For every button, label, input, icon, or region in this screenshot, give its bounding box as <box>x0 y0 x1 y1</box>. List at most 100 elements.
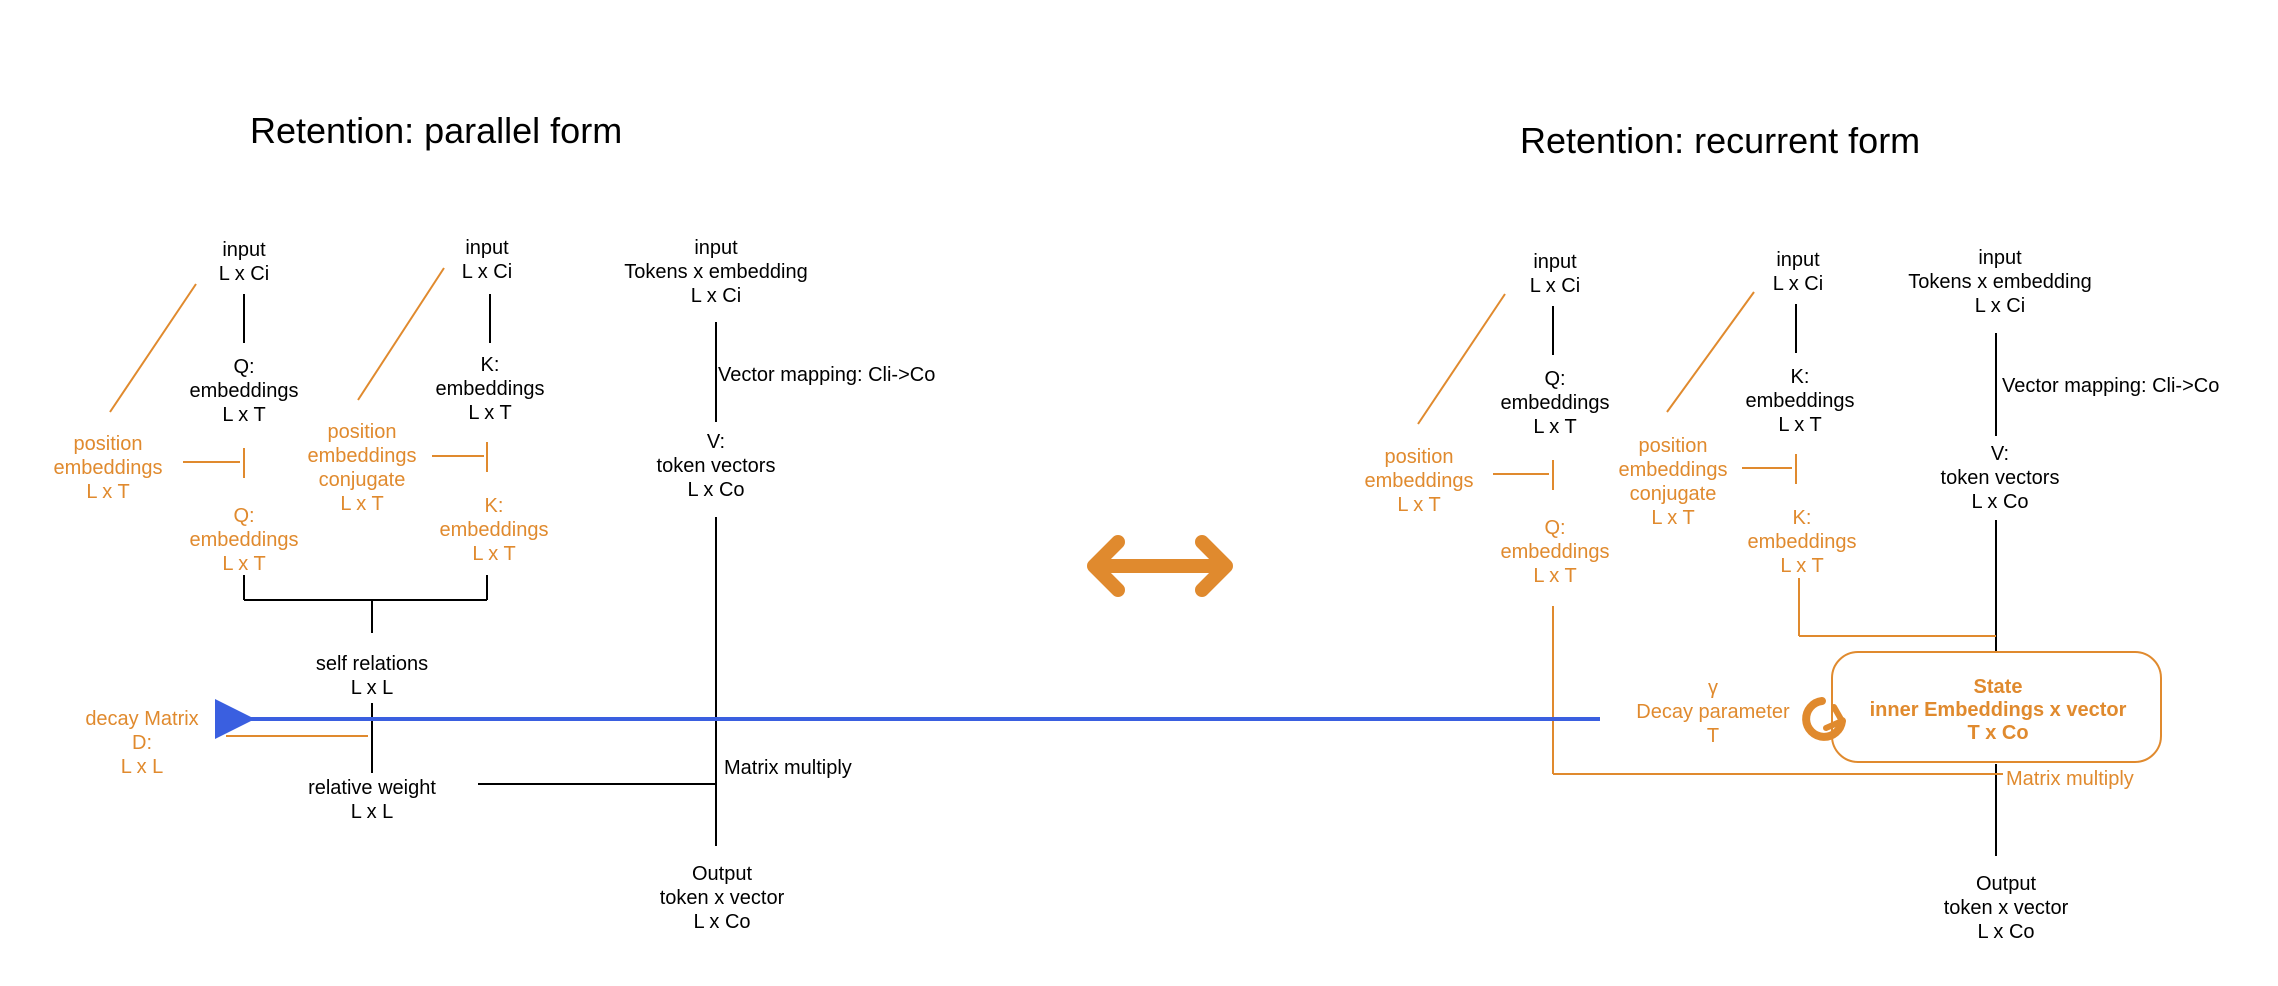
svg-text:L x T: L x T <box>1778 414 1821 436</box>
svg-text:embeddings: embeddings <box>1746 390 1855 412</box>
recurrent-connectors <box>1417 291 2162 856</box>
svg-text:K:: K: <box>1791 366 1810 388</box>
parallel-input-q: input L x Ci <box>219 239 269 285</box>
svg-text:conjugate: conjugate <box>1630 483 1717 505</box>
svg-text:embeddings: embeddings <box>54 457 163 479</box>
parallel-input-k-line1: input <box>465 237 509 259</box>
svg-text:conjugate: conjugate <box>319 469 406 491</box>
svg-text:token x vector: token x vector <box>1944 897 2069 919</box>
svg-text:V:: V: <box>707 431 725 453</box>
gamma-symbol: γ <box>1708 677 1718 699</box>
svg-text:L x Ci: L x Ci <box>1773 273 1823 295</box>
bidirectional-arrow-icon <box>1087 535 1233 597</box>
svg-text:embeddings: embeddings <box>1748 531 1857 553</box>
parallel-vector-mapping: Vector mapping: Cli->Co <box>718 364 935 386</box>
parallel-title: Retention: parallel form <box>250 110 622 151</box>
svg-text:L x T: L x T <box>1397 494 1440 516</box>
svg-text:L x T: L x T <box>222 553 265 575</box>
svg-text:L x Ci: L x Ci <box>1530 275 1580 297</box>
svg-text:input: input <box>1776 249 1820 271</box>
parallel-position-embeddings: position embeddings L x T <box>54 433 163 503</box>
parallel-input-v-line3: L x Ci <box>691 285 741 307</box>
svg-text:L x T: L x T <box>86 481 129 503</box>
recurrent-input-q: input L x Ci <box>1530 251 1580 297</box>
svg-text:embeddings: embeddings <box>308 445 417 467</box>
recurrent-q-embeddings: Q: embeddings L x T <box>1501 368 1610 438</box>
svg-text:Output: Output <box>692 863 752 885</box>
recurrent-input-k: input L x Ci <box>1773 249 1823 295</box>
parallel-self-relations: self relations L x L <box>316 653 428 699</box>
svg-text:token vectors: token vectors <box>657 455 776 477</box>
parallel-decay-matrix: decay Matrix D: L x L <box>85 708 198 778</box>
svg-text:token x vector: token x vector <box>660 887 785 909</box>
svg-text:position: position <box>74 433 143 455</box>
svg-text:Q:: Q: <box>233 356 254 378</box>
svg-text:Tokens x embedding: Tokens x embedding <box>1908 271 2091 293</box>
svg-text:L x Co: L x Co <box>1977 921 2034 943</box>
recurrent-v-vectors: V: token vectors L x Co <box>1941 443 2060 513</box>
svg-text:L x T: L x T <box>340 493 383 515</box>
parallel-input-k-line2: L x Ci <box>462 261 512 283</box>
svg-text:self relations: self relations <box>316 653 428 675</box>
svg-text:Q:: Q: <box>1544 368 1565 390</box>
svg-text:position: position <box>328 421 397 443</box>
svg-text:embeddings: embeddings <box>1365 470 1474 492</box>
recurrent-position-embeddings-conjugate: position embeddings conjugate L x T <box>1619 435 1728 529</box>
svg-text:K:: K: <box>1793 507 1812 529</box>
parallel-v-vectors: V: token vectors L x Co <box>657 431 776 501</box>
svg-text:embeddings: embeddings <box>190 529 299 551</box>
svg-text:Decay parameter: Decay parameter <box>1636 701 1790 723</box>
svg-text:T x Co: T x Co <box>1967 722 2028 744</box>
recurrent-decay-parameter: γ Decay parameter T <box>1636 677 1790 747</box>
svg-text:embeddings: embeddings <box>1619 459 1728 481</box>
svg-text:T: T <box>1707 725 1719 747</box>
svg-text:L x T: L x T <box>1651 507 1694 529</box>
svg-text:input: input <box>1533 251 1577 273</box>
svg-text:Q:: Q: <box>1544 517 1565 539</box>
recurrent-output: Output token x vector L x Co <box>1944 873 2069 943</box>
svg-text:State: State <box>1974 676 2023 698</box>
parallel-relative-weight: relative weight L x L <box>308 777 436 823</box>
parallel-input-v: input Tokens x embedding L x Ci <box>624 237 807 307</box>
svg-text:L x T: L x T <box>468 402 511 424</box>
recurrent-matrix-multiply: Matrix multiply <box>2006 768 2134 790</box>
svg-text:L x Co: L x Co <box>1971 491 2028 513</box>
svg-text:embeddings: embeddings <box>440 519 549 541</box>
svg-text:V:: V: <box>1991 443 2009 465</box>
loop-icon <box>1802 697 1846 741</box>
svg-text:token vectors: token vectors <box>1941 467 2060 489</box>
svg-text:L x T: L x T <box>1780 555 1823 577</box>
svg-text:L x L: L x L <box>351 801 394 823</box>
svg-text:embeddings: embeddings <box>1501 541 1610 563</box>
svg-text:L x Co: L x Co <box>693 911 750 933</box>
svg-text:Output: Output <box>1976 873 2036 895</box>
recurrent-k-embeddings-rotated: K: embeddings L x T <box>1748 507 1857 577</box>
parallel-input-v-line1: input <box>694 237 738 259</box>
svg-text:embeddings: embeddings <box>190 380 299 402</box>
recurrent-position-embeddings: position embeddings L x T <box>1365 446 1474 516</box>
parallel-input-q-line2: L x Ci <box>219 263 269 285</box>
recurrent-vector-mapping: Vector mapping: Cli->Co <box>2002 375 2219 397</box>
svg-text:L x L: L x L <box>351 677 394 699</box>
recurrent-k-embeddings: K: embeddings L x T <box>1746 366 1855 436</box>
parallel-connectors <box>109 267 717 846</box>
svg-text:embeddings: embeddings <box>436 378 545 400</box>
parallel-matrix-multiply: Matrix multiply <box>724 757 852 779</box>
parallel-k-embeddings-rotated: K: embeddings L x T <box>440 495 549 565</box>
svg-text:input: input <box>1978 247 2022 269</box>
svg-text:inner Embeddings x vector: inner Embeddings x vector <box>1870 699 2127 721</box>
svg-text:decay Matrix: decay Matrix <box>85 708 198 730</box>
svg-text:L x T: L x T <box>472 543 515 565</box>
svg-text:K:: K: <box>481 354 500 376</box>
recurrent-state: State inner Embeddings x vector T x Co <box>1870 676 2127 744</box>
svg-text:relative weight: relative weight <box>308 777 436 799</box>
recurrent-title: Retention: recurrent form <box>1520 120 1920 161</box>
svg-text:L x Ci: L x Ci <box>1975 295 2025 317</box>
svg-text:embeddings: embeddings <box>1501 392 1610 414</box>
parallel-input-q-line1: input <box>222 239 266 261</box>
svg-text:Q:: Q: <box>233 505 254 527</box>
parallel-input-v-line2: Tokens x embedding <box>624 261 807 283</box>
svg-text:L x T: L x T <box>1533 416 1576 438</box>
parallel-position-embeddings-conjugate: position embeddings conjugate L x T <box>308 421 417 515</box>
